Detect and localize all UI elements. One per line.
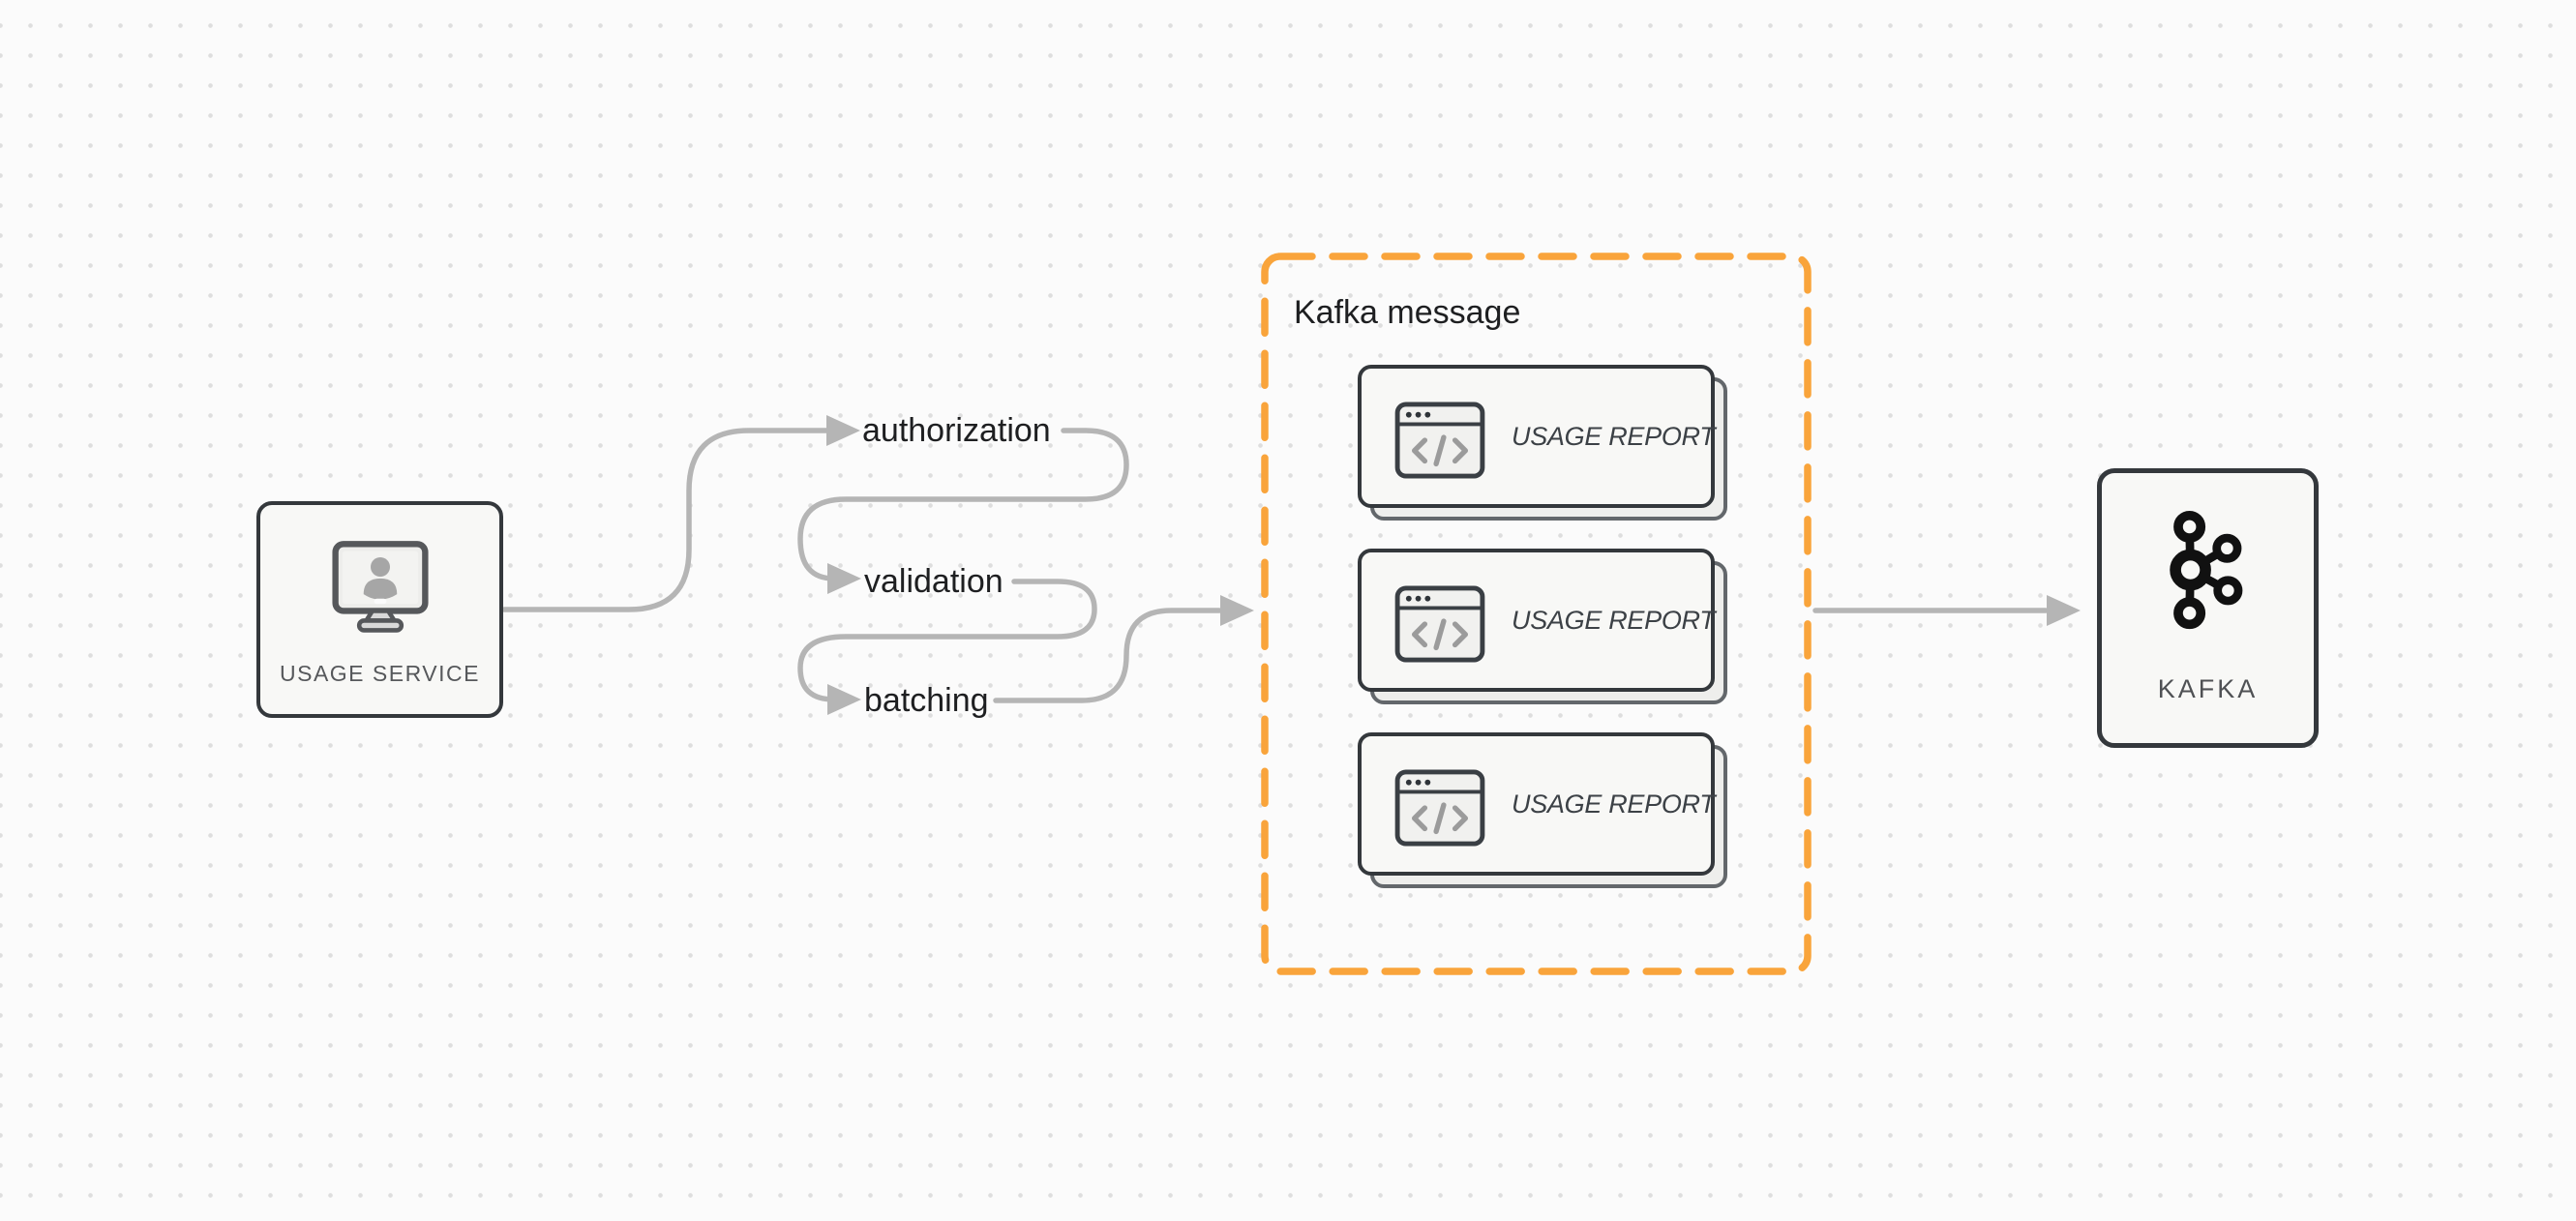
usage-service-label: USAGE SERVICE — [280, 661, 480, 686]
arrow-validation-to-batching — [797, 579, 1097, 702]
usage-report-label: USAGE REPORT — [1512, 421, 1716, 451]
step-label-authorization: authorization — [862, 412, 1051, 449]
kafka-node: KAFKA — [2097, 468, 2319, 748]
arrow-batching-to-kafka-message — [993, 608, 1222, 703]
arrow-authorization-to-validation — [797, 428, 1129, 581]
usage-report-card: USAGE REPORT — [1358, 732, 1727, 888]
dashed-border — [1261, 253, 1812, 975]
step-label-validation: validation — [864, 563, 1003, 600]
monitor-user-icon — [331, 541, 429, 633]
arrowhead-icon — [827, 563, 861, 594]
arrow-usage-service-to-authorization — [501, 428, 830, 612]
arrowhead-icon — [826, 415, 860, 446]
kafka-label: KAFKA — [2157, 674, 2259, 703]
kafka-message-group-title: Kafka message — [1294, 294, 1521, 331]
kafka-logo-icon — [2169, 510, 2242, 630]
usage-report-label: USAGE REPORT — [1512, 605, 1716, 635]
step-label-batching: batching — [864, 682, 989, 719]
usage-report-label: USAGE REPORT — [1512, 789, 1716, 819]
arrowhead-icon — [2047, 595, 2081, 626]
code-window-icon — [1394, 769, 1485, 847]
code-window-icon — [1394, 585, 1485, 663]
usage-report-card: USAGE REPORT — [1358, 549, 1727, 704]
arrowhead-icon — [1220, 595, 1254, 626]
usage-report-card-front: USAGE REPORT — [1358, 549, 1716, 692]
kafka-message-group: Kafka message USAGE REPORT — [1261, 253, 1812, 975]
usage-report-card-front: USAGE REPORT — [1358, 732, 1716, 876]
code-window-icon — [1394, 402, 1485, 479]
usage-report-card-front: USAGE REPORT — [1358, 365, 1716, 508]
usage-service-node: USAGE SERVICE — [256, 501, 503, 718]
arrowhead-icon — [827, 684, 861, 715]
usage-report-card: USAGE REPORT — [1358, 365, 1727, 521]
